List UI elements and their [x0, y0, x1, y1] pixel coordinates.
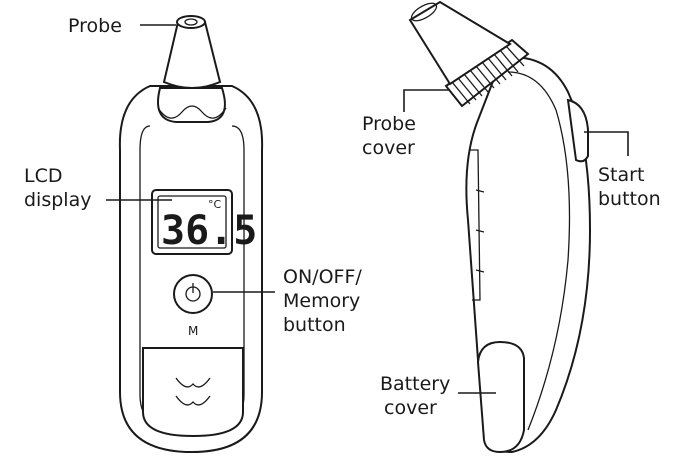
front-probe [162, 21, 222, 89]
side-view-thermometer [408, 0, 592, 454]
lcd-screen [157, 195, 227, 249]
battery-cover[interactable] [476, 340, 525, 454]
label-battery-cover-line1: Battery [380, 373, 450, 395]
front-battery-panel [142, 347, 244, 438]
label-probe: Probe [68, 15, 122, 37]
label-start-button-line2: button [598, 188, 661, 210]
probe-cover-leader [403, 89, 450, 112]
side-probe-tip [410, 2, 438, 22]
lcd-reading: 36.5 [161, 208, 257, 254]
label-lcd-display-line2: display [24, 189, 91, 211]
label-probe-cover-line2: cover [362, 137, 415, 159]
label-probe-cover-line1: Probe [362, 113, 416, 135]
lcd-display [151, 189, 233, 255]
start-button-leader [584, 131, 629, 156]
grip-upper [175, 377, 211, 388]
probe-collar [157, 87, 226, 123]
probe-cover-knurl [451, 45, 525, 105]
collar-wave [157, 105, 227, 119]
label-on-off-line3: button [283, 314, 346, 336]
probe-tip-hole [184, 18, 198, 26]
memory-label: M [188, 324, 198, 338]
label-on-off-line2: Memory [283, 290, 360, 312]
label-battery-cover-line2: cover [384, 397, 437, 419]
start-button[interactable] [566, 98, 589, 163]
label-on-off-line1: ON/OFF/ [283, 266, 362, 288]
side-grip [470, 149, 481, 301]
lcd-unit: °C [208, 198, 222, 211]
on-off-memory-button[interactable] [173, 274, 213, 314]
side-grip-step [475, 189, 485, 273]
label-start-button-line1: Start [598, 164, 644, 186]
grip-lower [175, 395, 211, 406]
label-lcd-display-line1: LCD [24, 165, 62, 187]
front-view-thermometer: 36.5 °C M [118, 15, 264, 454]
side-inner-contour [507, 71, 571, 431]
probe-tip [176, 15, 206, 29]
side-probe [408, 0, 512, 86]
